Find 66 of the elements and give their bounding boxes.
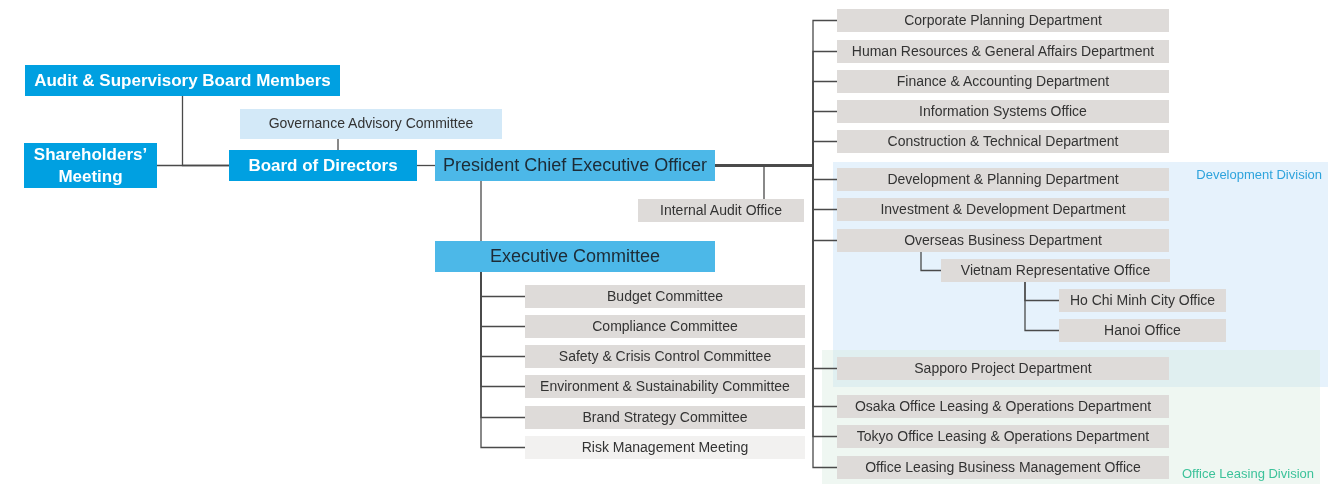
node-label: Audit & Supervisory Board Members [34,69,331,92]
node-label: President Chief Executive Officer [443,154,707,177]
department-box [525,375,805,398]
department-box [941,259,1170,282]
governance-box [229,150,417,181]
node-label: Hanoi Office [1104,321,1181,340]
connector-line [480,271,526,449]
department-box [1059,289,1226,312]
node-label: Office Leasing Business Management Office [865,458,1141,477]
node-label: Safety & Crisis Control Committee [558,347,772,366]
node-label: Governance Advisory Committee [268,115,474,133]
node-label: Compliance Committee [592,317,738,336]
department-box [837,425,1169,448]
department-box [837,100,1169,123]
node-label: Vietnam Representative Office [960,261,1151,280]
node-label: Overseas Business Department [904,231,1102,250]
department-box [525,285,805,308]
node-label: Development & Planning Department [887,170,1119,189]
department-box [837,198,1169,221]
department-box [837,357,1169,380]
node-label: Brand Strategy Committee [582,408,748,427]
node-label: Board of Directors [248,154,398,177]
node-label: Executive Committee [489,245,661,268]
department-box [525,315,805,338]
node-label: Investment & Development Department [880,200,1126,219]
department-box [837,456,1169,479]
department-box [525,406,805,429]
department-box [1059,319,1226,342]
connector-line [1024,281,1060,332]
node-label: Human Resources & General Affairs Department [851,42,1155,61]
department-box [837,395,1169,418]
node-label: Construction & Technical Department [887,132,1119,151]
node-label: Information Systems Office [919,102,1087,121]
division-band [833,162,1328,387]
connector-line [337,138,339,151]
node-label: Risk Management Meeting [581,438,749,457]
connector-line [181,95,230,167]
meeting-box [525,436,805,459]
department-box [837,9,1169,32]
division-label: Development Division [1196,166,1322,184]
node-label: Sapporo Project Department [914,359,1092,378]
node-label: Environment & Sustainability Committee [540,377,790,396]
node-label: Shareholders’ Meeting [32,144,149,187]
node-label: Budget Committee [607,287,723,306]
department-box [837,70,1169,93]
connector-line [920,251,942,272]
node-label: Ho Chi Minh City Office [1069,291,1216,310]
executive-box [435,241,715,272]
executive-box [435,150,715,181]
department-box [837,40,1169,63]
governance-box [24,143,157,188]
node-label: Tokyo Office Leasing & Operations Department [856,427,1150,446]
division-label: Office Leasing Division [1182,464,1314,483]
department-box [837,229,1169,252]
connector-line [416,164,436,167]
node-label: Corporate Planning Department [904,11,1102,30]
committee-box [240,109,502,139]
node-label: Osaka Office Leasing & Operations Department [854,397,1152,416]
department-box [525,345,805,368]
governance-box [25,65,340,96]
node-label: Finance & Accounting Department [896,72,1110,91]
connector-line [480,180,482,242]
department-box [837,168,1169,191]
department-box [837,130,1169,153]
node-label: Internal Audit Office [660,201,782,220]
department-box [638,199,804,222]
